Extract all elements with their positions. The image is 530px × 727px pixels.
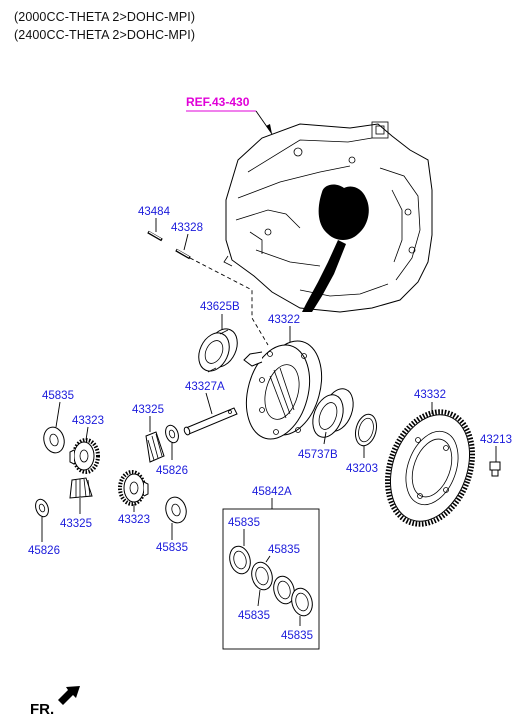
front-indicator-label: FR. <box>30 701 54 718</box>
header-line-2: (2400CC-THETA 2>DOHC-MPI) <box>14 28 196 42</box>
label-45835-upper[interactable]: 45835 <box>42 390 74 402</box>
front-arrow-icon <box>58 686 80 705</box>
label-45842A[interactable]: 45842A <box>252 486 292 498</box>
pin-43484 <box>147 230 163 242</box>
label-45737B[interactable]: 45737B <box>298 449 338 461</box>
pinion-shaft-43327A <box>183 407 238 436</box>
label-45826-right[interactable]: 45826 <box>156 465 188 477</box>
shim-ring-43203 <box>354 413 378 447</box>
label-kit-45835-2[interactable]: 45835 <box>268 544 300 556</box>
washer-kit-45842A <box>222 508 320 650</box>
differential-case-43322 <box>243 340 323 440</box>
label-43323-left[interactable]: 43323 <box>72 415 104 427</box>
thrust-washer-45835-upper <box>43 426 65 454</box>
label-43323-right[interactable]: 43323 <box>118 514 150 526</box>
label-43484[interactable]: 43484 <box>138 206 171 218</box>
label-kit-45835-3[interactable]: 45835 <box>238 610 270 622</box>
side-gear-43323-right <box>118 470 149 506</box>
bolt-43213 <box>489 461 501 477</box>
label-43328[interactable]: 43328 <box>171 222 203 234</box>
label-43325-left[interactable]: 43325 <box>60 518 92 530</box>
pin-43328 <box>175 248 191 260</box>
label-43325-right[interactable]: 43325 <box>132 404 164 416</box>
thrust-washer-45826-right <box>165 424 179 444</box>
bearing-43625B <box>198 328 238 373</box>
pinion-gear-43325-left <box>69 477 93 499</box>
label-43625B[interactable]: 43625B <box>200 301 240 313</box>
label-kit-45835-4[interactable]: 45835 <box>281 630 313 642</box>
ring-gear-43332 <box>384 409 476 527</box>
label-43203[interactable]: 43203 <box>346 463 378 475</box>
label-43213[interactable]: 43213 <box>480 434 512 446</box>
label-45826-left[interactable]: 45826 <box>28 545 60 557</box>
label-43332[interactable]: 43332 <box>414 389 446 401</box>
thrust-washer-45835-lower <box>165 496 187 524</box>
bearing-45737B <box>312 388 354 438</box>
reference-label[interactable]: REF.43-430 <box>186 95 250 109</box>
label-43327A[interactable]: 43327A <box>185 381 225 393</box>
side-gear-43323-left <box>69 438 100 474</box>
transaxle-housing <box>223 121 433 313</box>
reference-arrow <box>186 110 273 135</box>
header-line-1: (2000CC-THETA 2>DOHC-MPI) <box>14 10 196 24</box>
pinion-gear-43325-right <box>145 431 165 463</box>
label-43322[interactable]: 43322 <box>268 314 300 326</box>
thrust-washer-45826-left <box>35 498 49 518</box>
label-kit-45835-1[interactable]: 45835 <box>228 517 260 529</box>
label-45835-lower[interactable]: 45835 <box>156 542 188 554</box>
